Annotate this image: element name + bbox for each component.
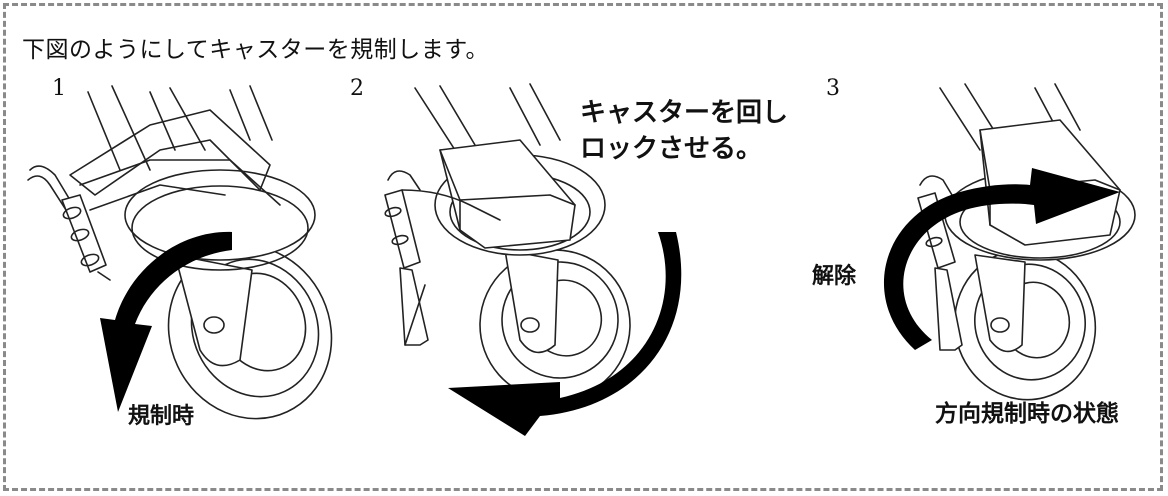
step-1-caption: 規制時	[128, 404, 195, 429]
instruction-text: 下図のようにしてキャスターを規制します。	[22, 37, 490, 63]
step-3-rotation-arrow	[883, 168, 1120, 350]
step-1-rotation-arrow	[100, 231, 232, 412]
step-3-caption: 方向規制時の状態	[935, 401, 1119, 427]
step-3-caster-illustration	[917, 83, 1136, 401]
step-3-release-label: 解除	[812, 264, 857, 289]
step-3-number: 3	[826, 76, 840, 101]
step-2-rotation-arrow	[448, 232, 682, 436]
step-2-caster-illustration	[384, 83, 631, 401]
step-1-caster-illustration	[27, 85, 333, 420]
step-2-caption-line-2: ロックさせる。	[580, 134, 763, 164]
step-2-number: 2	[350, 76, 364, 101]
step-1-number: 1	[52, 76, 66, 101]
step-2-caption-line-1: キャスターを回し	[580, 98, 789, 128]
page-border	[3, 3, 1163, 491]
